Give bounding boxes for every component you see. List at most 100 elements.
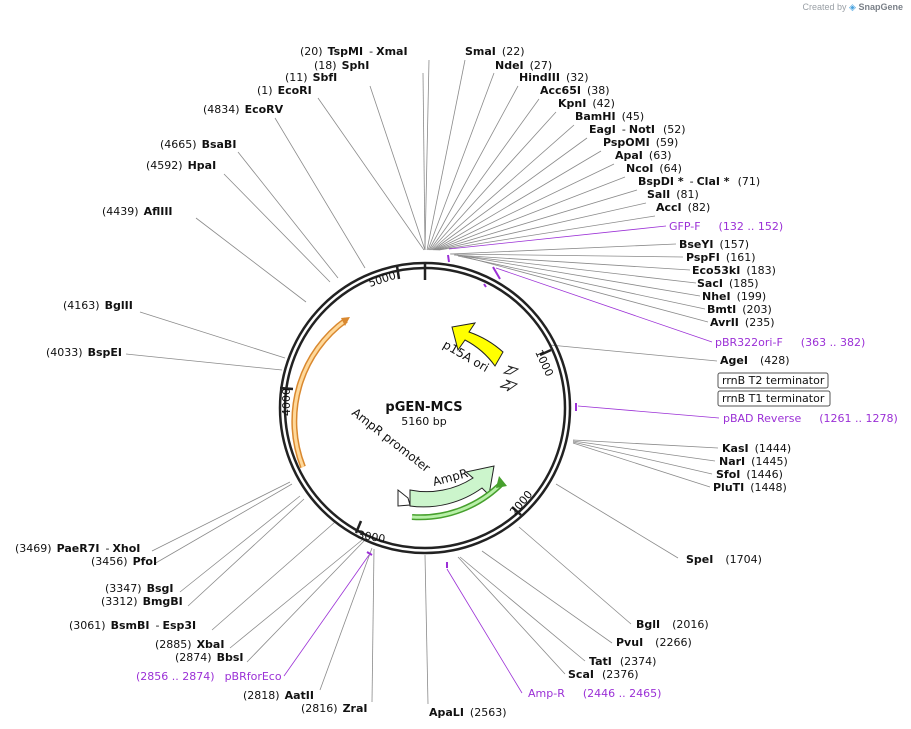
site-leader-line [428,85,519,251]
site-label-kpni: KpnI(42) [558,97,615,110]
site-label-bgli: BglI(2016) [636,618,709,631]
site-leader-line [187,498,305,607]
site-leader-line [153,483,293,565]
terminator-labels: rrnB T2 terminator rrnB T1 terminator [717,372,831,407]
site-label-bspei: (4033)BspEI [46,346,122,359]
rrnb-t1-terminator-arrow [499,379,519,392]
site-label-aatii: (2818)AatII [243,689,314,702]
primer-leader-line [283,554,370,677]
site-label-bmti: BmtI(203) [707,303,772,316]
site-leader-line [139,311,286,359]
site-label-nari: NarI(1445) [719,455,788,468]
site-label-paer7i-xhoi: (3469)PaeR7I-XhoI [15,542,140,555]
site-leader-line [424,59,430,251]
primer-leader-line [577,405,720,419]
site-leader-line [229,539,363,649]
site-label-bbsi: (2874)BbsI [175,651,243,664]
site-label-pspfi: PspFI(161) [686,251,756,264]
site-label-avrii: AvrII(235) [710,316,775,329]
site-leader-line [422,72,426,251]
plasmid-size: 5160 bp [401,415,446,428]
site-leader-line [461,255,709,323]
site-label-agei: AgeI(428) [720,354,790,367]
site-label-apali: ApaLI(2563) [429,706,507,719]
site-label-scai: ScaI(2376) [568,668,639,681]
site-label-acc65i: Acc65I(38) [540,84,610,97]
site-leader-line [435,176,626,251]
plasmid-name: pGEN-MCS [385,400,462,415]
site-label-ecorv: (4834)EcoRV [203,103,284,116]
site-label-acci: AccI(82) [656,201,710,214]
site-label-bseyi: BseYI(157) [679,238,749,251]
snapgene-watermark: Created by ◈ SnapGene [803,2,904,13]
site-leader-line [555,483,679,559]
site-label-kasi: KasI(1444) [722,442,791,455]
tick-marks [279,263,552,534]
site-label-pspomi: PspOMI(59) [603,136,678,149]
site-leader-line [549,344,718,362]
site-leader-line [125,353,283,371]
site-leader-line [572,439,719,449]
site-leader-line [195,217,307,303]
site-leader-line [454,254,697,284]
site-label-hpai: (4592)HpaI [146,159,216,172]
orange-arc-inner [292,318,347,468]
site-leader-line [572,440,716,462]
site-label-bsmbi-esp3i: (3061)BsmBI-Esp3I [69,619,196,632]
rrnb-t1-terminator-label: rrnB T1 terminator [722,392,825,405]
site-leader-line [427,72,495,251]
site-leader-line [457,556,566,675]
site-leader-line [179,495,301,593]
site-label-bglii: (4163)BglII [63,299,133,312]
site-leader-line [151,481,291,552]
site-leader-line [437,202,647,251]
site-label-nhei: NheI(199) [702,290,766,303]
site-label-xbai: (2885)XbaI [155,638,224,651]
site-leader-line [431,124,575,251]
site-label-tati: TatI(2374) [589,655,656,668]
rrnb-t2-terminator-label: rrnB T2 terminator [722,374,825,387]
site-label-tspmi-xmai: (20)TspMI-XmaI [300,45,408,58]
green-arc-inner [411,480,505,519]
green-arc-arrowhead [496,476,507,488]
site-label-pluti: PluTI(1448) [713,481,787,494]
site-leader-line [457,255,706,310]
site-label-hindiii: HindIII(32) [519,71,589,84]
rrnb-t2-terminator-box [717,372,829,389]
site-labels: (20)TspMI-XmaI (18)SphI (11)SbfI (1)EcoR… [15,45,791,719]
primer-marks [366,254,577,568]
site-leader-line [369,85,426,251]
site-label-bmgbi: (3312)BmgBI [101,595,183,608]
snapgene-logo-icon: ◈ [849,2,856,12]
primer-labels: GFP-F(132 .. 152) pBR322ori-F(363 .. 382… [136,220,898,700]
site-label-sfoi: SfoI(1446) [716,468,783,481]
site-leader-line [481,550,613,644]
site-label-eagi-noti: EagI-NotI(52) [589,123,686,136]
site-leader-line [211,521,336,631]
site-label-zrai: (2816)ZraI [301,702,368,715]
leader-lines [125,59,720,705]
site-label-sbfi: (11)SbfI [285,71,337,84]
site-label-eco53ki: Eco53kI(183) [692,264,776,277]
site-label-bsabi: (4665)BsaBI [160,138,236,151]
primer-leader-line [448,225,667,250]
tick-label-3000: 3000 [356,528,386,546]
site-label-saci: SacI(185) [697,277,759,290]
p15a-ori-arrow [451,322,504,367]
site-leader-line [453,254,691,271]
site-leader-line [430,111,557,251]
site-leader-line [371,548,375,703]
primer-leader-line [446,568,523,694]
site-label-sali: SalI(81) [647,188,699,201]
site-label-bspdi-clai: BspDI *-ClaI *(71) [638,175,760,188]
site-leader-line [436,189,638,251]
site-leader-line [426,59,466,251]
tick-label-2000: 2000 [507,488,535,518]
site-label-apai: ApaI(63) [615,149,672,162]
site-label-bsgi: (3347)BsgI [105,582,173,595]
site-label-bamhi: BamHI(45) [575,110,644,123]
site-leader-line [572,441,713,475]
site-leader-line [429,98,540,251]
site-leader-line [274,117,366,269]
